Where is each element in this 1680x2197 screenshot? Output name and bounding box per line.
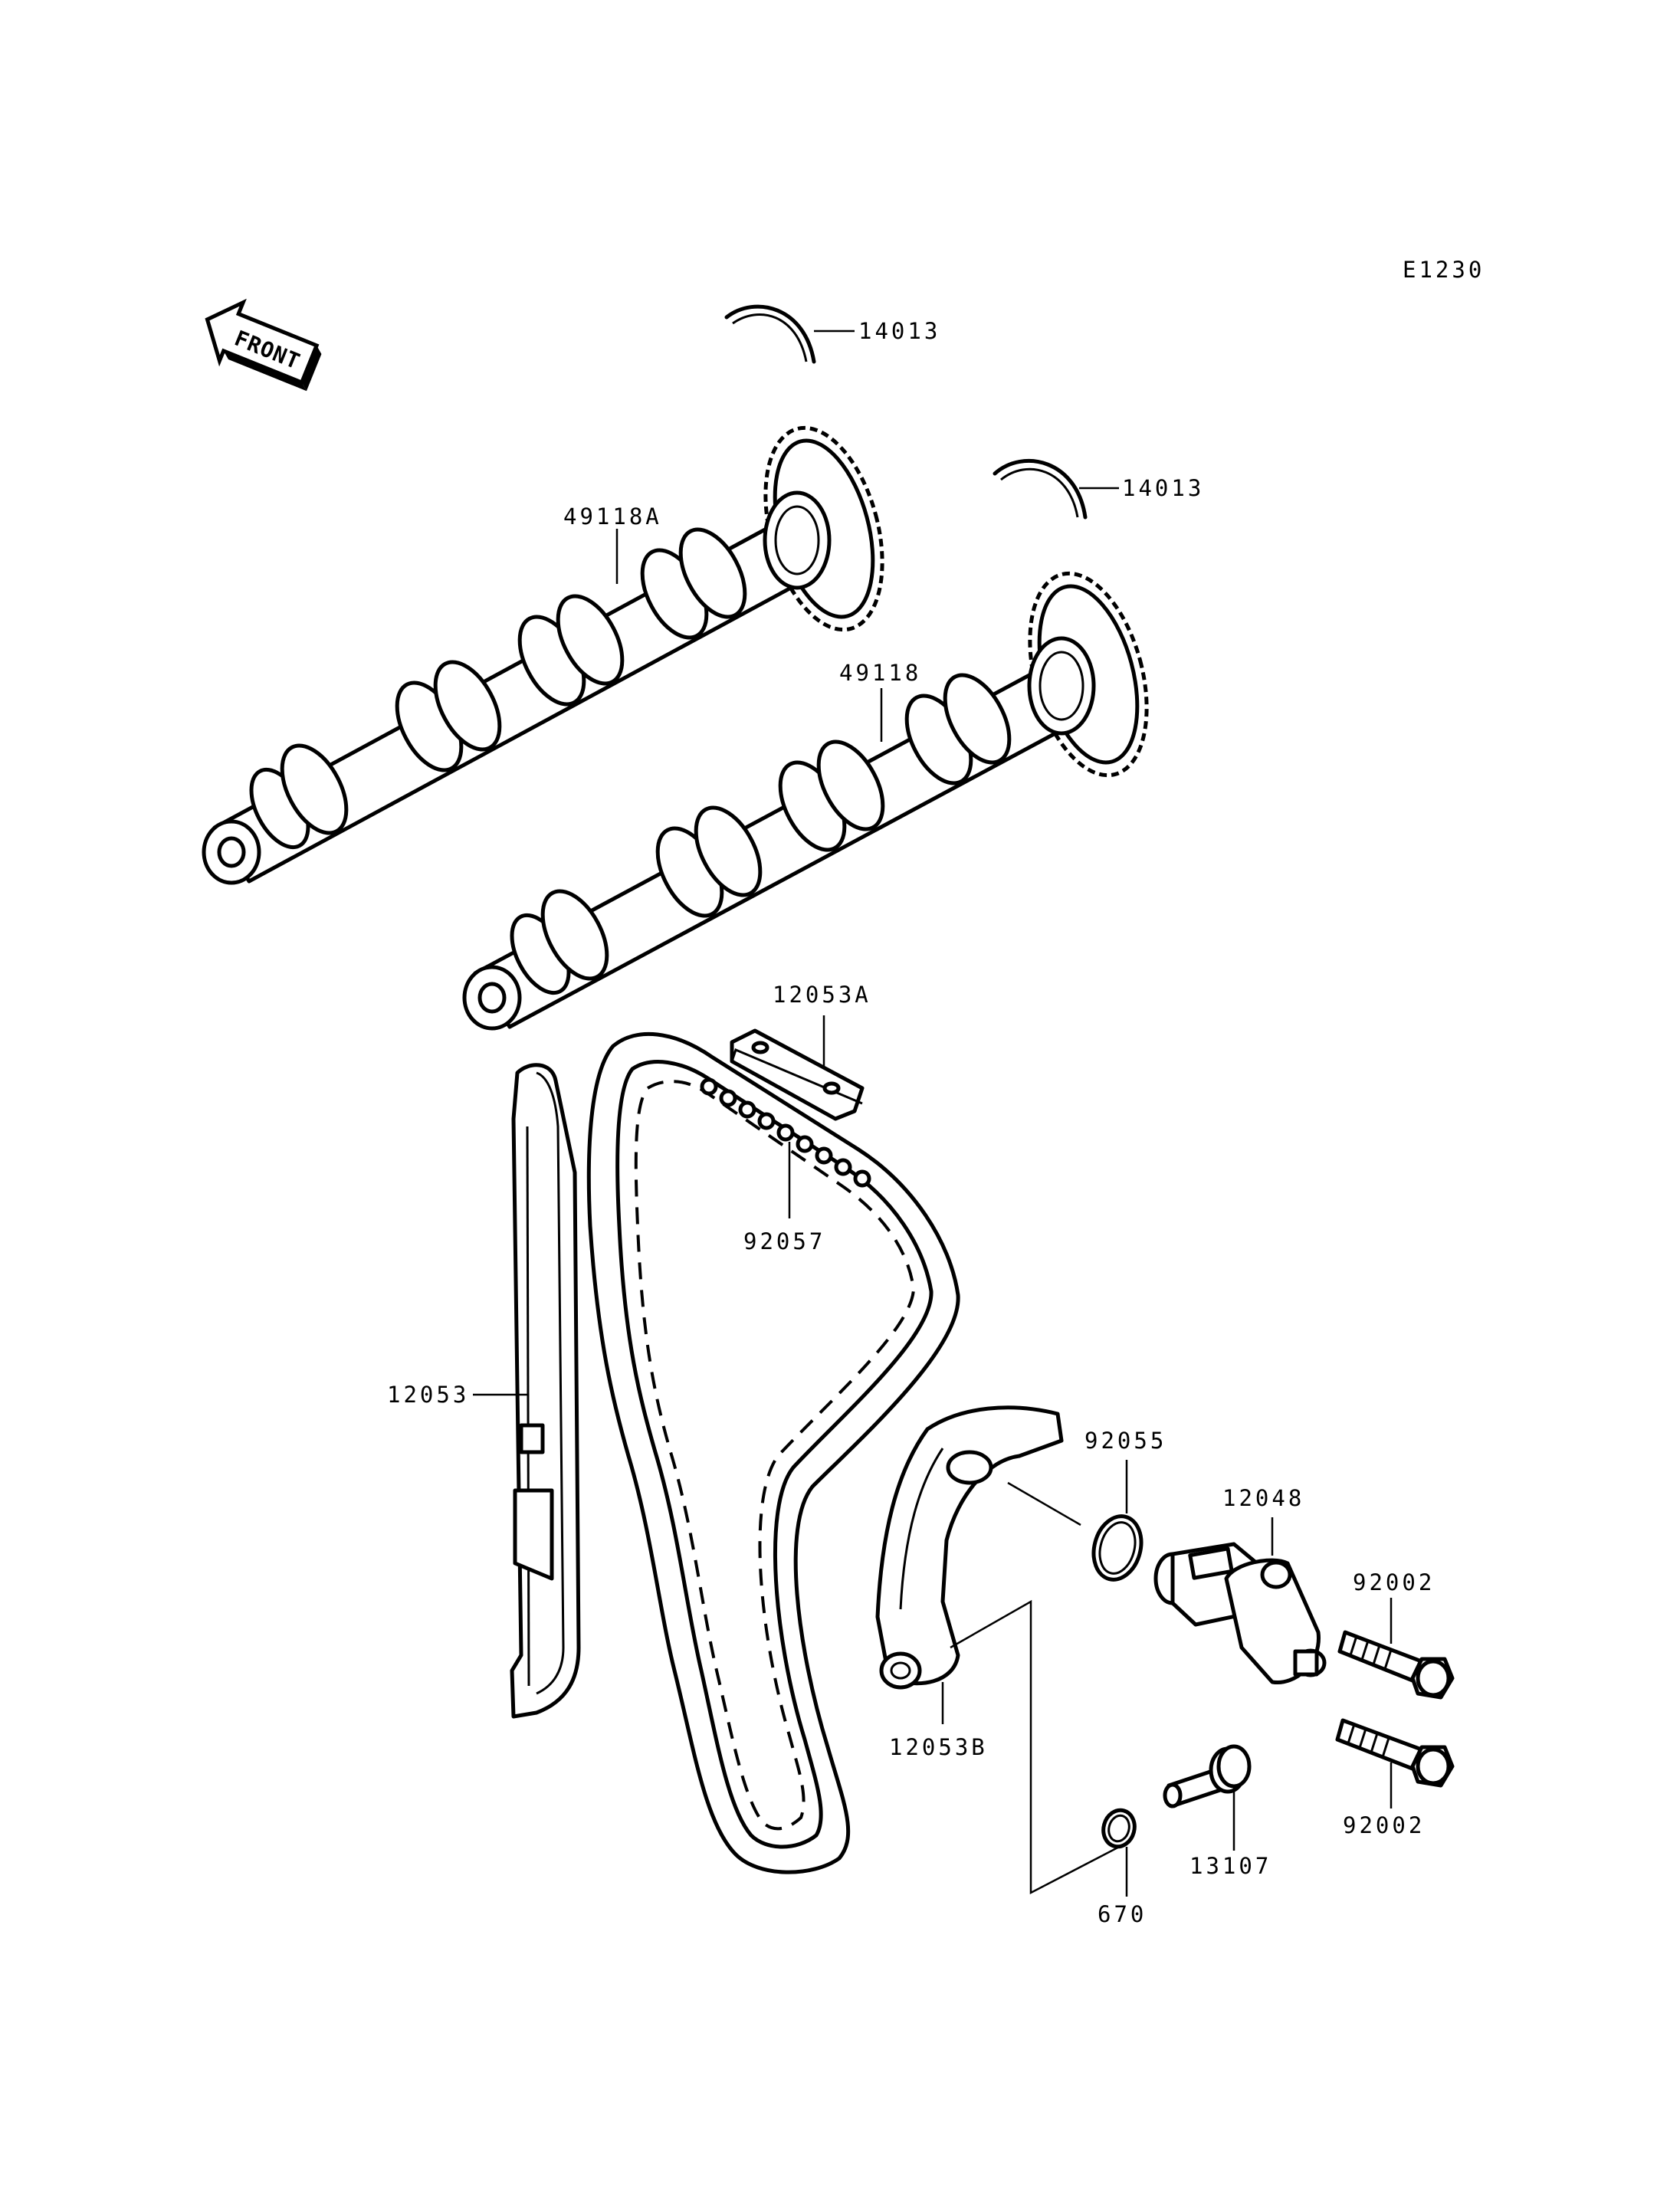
label-670: 670 [1098,1901,1147,1927]
label-49118A: 49118A [563,503,662,530]
label-12053B: 12053B [889,1734,988,1760]
label-14013-upper: 14013 [858,318,940,344]
camshaft-upper [202,425,884,885]
chain-guide-left [473,1063,581,1719]
label-92055: 92055 [1084,1428,1166,1454]
label-49118: 49118 [839,660,921,686]
label-92057: 92057 [743,1228,825,1254]
label-13107: 13107 [1189,1853,1271,1879]
chain-guide-top [730,1015,865,1121]
label-12053A: 12053A [773,982,871,1008]
label-12048: 12048 [1222,1485,1304,1511]
camshaft-lower [462,571,1149,1031]
label-92002-upper: 92002 [1353,1569,1435,1595]
chain-guide-arm [875,1405,1127,1895]
timing-chain [586,1031,960,1874]
chain-links [700,1077,871,1188]
front-arrow-icon: FRONT [205,298,322,392]
bolt-lower [1335,1718,1455,1808]
retaining-ring-upper [724,304,855,364]
o-ring-tensioner [1091,1460,1144,1582]
label-12053: 12053 [387,1382,469,1408]
bolt-upper [1337,1598,1455,1700]
pivot-bolt [1163,1744,1252,1851]
o-ring-small [1101,1808,1137,1897]
label-14013-lower: 14013 [1122,475,1204,501]
label-92002-lower: 92002 [1343,1812,1425,1838]
diagram-code: E1230 [1403,257,1485,283]
retaining-ring-lower [993,458,1119,520]
chain-tensioner [1153,1517,1327,1685]
